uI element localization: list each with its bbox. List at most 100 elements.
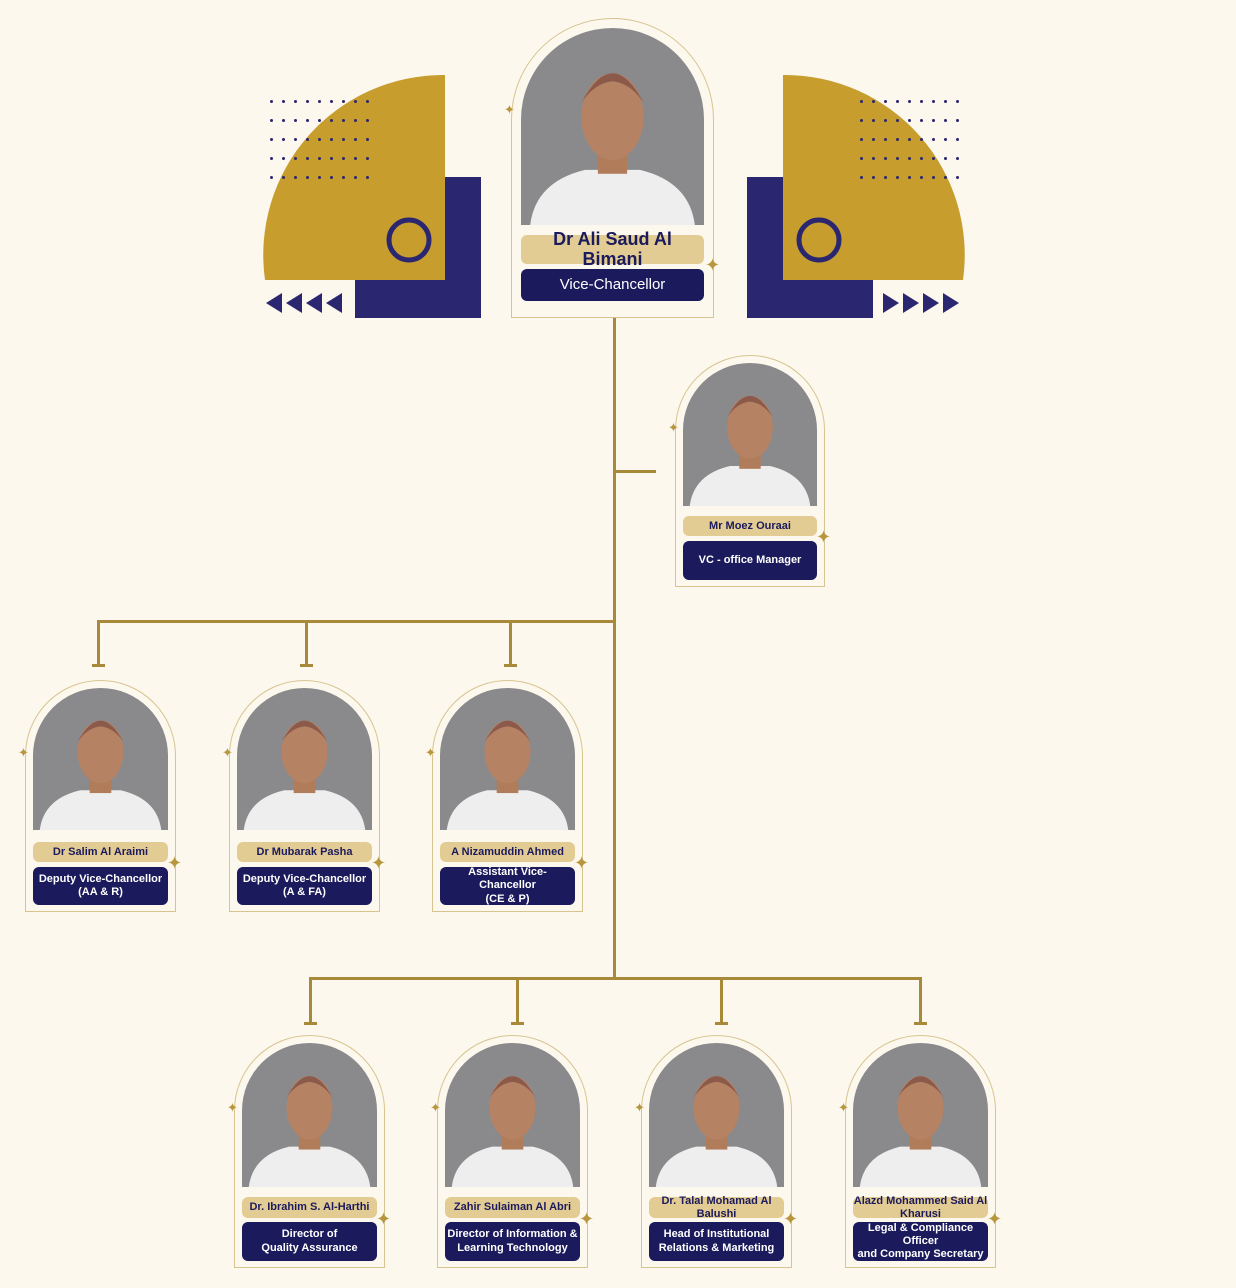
portrait-photo xyxy=(242,1043,377,1187)
dot xyxy=(872,119,875,122)
dot xyxy=(318,138,321,141)
person-name: Mr Moez Ouraai xyxy=(683,516,817,536)
sparkle-icon: ✦ xyxy=(579,1209,595,1229)
dot xyxy=(354,138,357,141)
dot xyxy=(920,176,923,179)
dot xyxy=(330,157,333,160)
connector-cap xyxy=(504,664,517,667)
sparkle-icon: ✦ xyxy=(227,1100,238,1116)
dot xyxy=(908,100,911,103)
dot xyxy=(896,157,899,160)
dot xyxy=(896,138,899,141)
dot xyxy=(932,100,935,103)
connector-cap xyxy=(914,1022,927,1025)
portrait-photo xyxy=(440,688,575,830)
dot xyxy=(366,176,369,179)
job-title: Deputy Vice-Chancellor (A & FA) xyxy=(237,867,372,905)
sparkle-icon: ✦ xyxy=(634,1100,645,1116)
job-title: Vice-Chancellor xyxy=(521,269,704,301)
dot xyxy=(306,100,309,103)
portrait-photo xyxy=(33,688,168,830)
dot xyxy=(932,176,935,179)
dot xyxy=(282,100,285,103)
dot xyxy=(366,100,369,103)
connector-cap xyxy=(715,1022,728,1025)
job-title: Director of Quality Assurance xyxy=(242,1222,377,1261)
dot xyxy=(860,100,863,103)
sparkle-icon: ✦ xyxy=(18,744,29,760)
dot xyxy=(932,119,935,122)
dot xyxy=(884,100,887,103)
dot xyxy=(318,119,321,122)
person-name: Dr. Talal Mohamad Al Balushi xyxy=(649,1195,784,1220)
job-title: Deputy Vice-Chancellor (AA & R) xyxy=(33,867,168,905)
dot xyxy=(956,157,959,160)
dot xyxy=(920,157,923,160)
portrait-photo xyxy=(445,1043,580,1187)
dot xyxy=(366,138,369,141)
sparkle-icon: ✦ xyxy=(574,853,590,873)
dot xyxy=(354,100,357,103)
dot xyxy=(956,100,959,103)
dot xyxy=(282,138,285,141)
sparkle-icon: ✦ xyxy=(816,527,832,547)
dot xyxy=(944,119,947,122)
sparkle-icon: ✦ xyxy=(705,255,721,275)
person-name: A Nizamuddin Ahmed xyxy=(440,842,575,862)
dot xyxy=(270,100,273,103)
dot xyxy=(342,157,345,160)
dot xyxy=(860,157,863,160)
dot xyxy=(318,100,321,103)
dot xyxy=(908,138,911,141)
portrait-photo xyxy=(237,688,372,830)
dot xyxy=(354,176,357,179)
dot xyxy=(908,119,911,122)
dot xyxy=(342,176,345,179)
dot xyxy=(860,119,863,122)
dot xyxy=(306,176,309,179)
dot xyxy=(908,176,911,179)
dot xyxy=(944,138,947,141)
dot xyxy=(342,100,345,103)
sparkle-icon: ✦ xyxy=(371,853,387,873)
dot xyxy=(306,138,309,141)
dot xyxy=(872,157,875,160)
sparkle-icon: ✦ xyxy=(222,744,233,760)
dot xyxy=(342,138,345,141)
person-name: Dr Mubarak Pasha xyxy=(237,842,372,862)
dot xyxy=(956,119,959,122)
dot xyxy=(294,176,297,179)
person-name: Dr Salim Al Araimi xyxy=(33,842,168,862)
dot xyxy=(294,157,297,160)
portrait-photo xyxy=(649,1043,784,1187)
sparkle-icon: ✦ xyxy=(783,1209,799,1229)
dot xyxy=(884,157,887,160)
dot xyxy=(860,138,863,141)
job-title: VC - office Manager xyxy=(683,541,817,580)
sparkle-icon: ✦ xyxy=(376,1209,392,1229)
dot xyxy=(896,176,899,179)
dot xyxy=(366,119,369,122)
dot xyxy=(342,119,345,122)
dot xyxy=(330,138,333,141)
dot xyxy=(920,138,923,141)
person-name: Zahir Sulaiman Al Abri xyxy=(445,1197,580,1218)
dot xyxy=(318,157,321,160)
sparkle-icon: ✦ xyxy=(167,853,183,873)
dot xyxy=(318,176,321,179)
dot xyxy=(884,176,887,179)
connector-main-vertical xyxy=(613,318,616,980)
job-title: Legal & Compliance Officer and Company S… xyxy=(853,1222,988,1261)
connector-cap xyxy=(92,664,105,667)
dot xyxy=(884,138,887,141)
connector-row3-drop xyxy=(516,977,519,1024)
connector-office xyxy=(614,470,656,473)
connector-row3-drop xyxy=(919,977,922,1024)
dot xyxy=(270,157,273,160)
dot xyxy=(282,119,285,122)
connector-row2-horizontal xyxy=(97,620,615,623)
